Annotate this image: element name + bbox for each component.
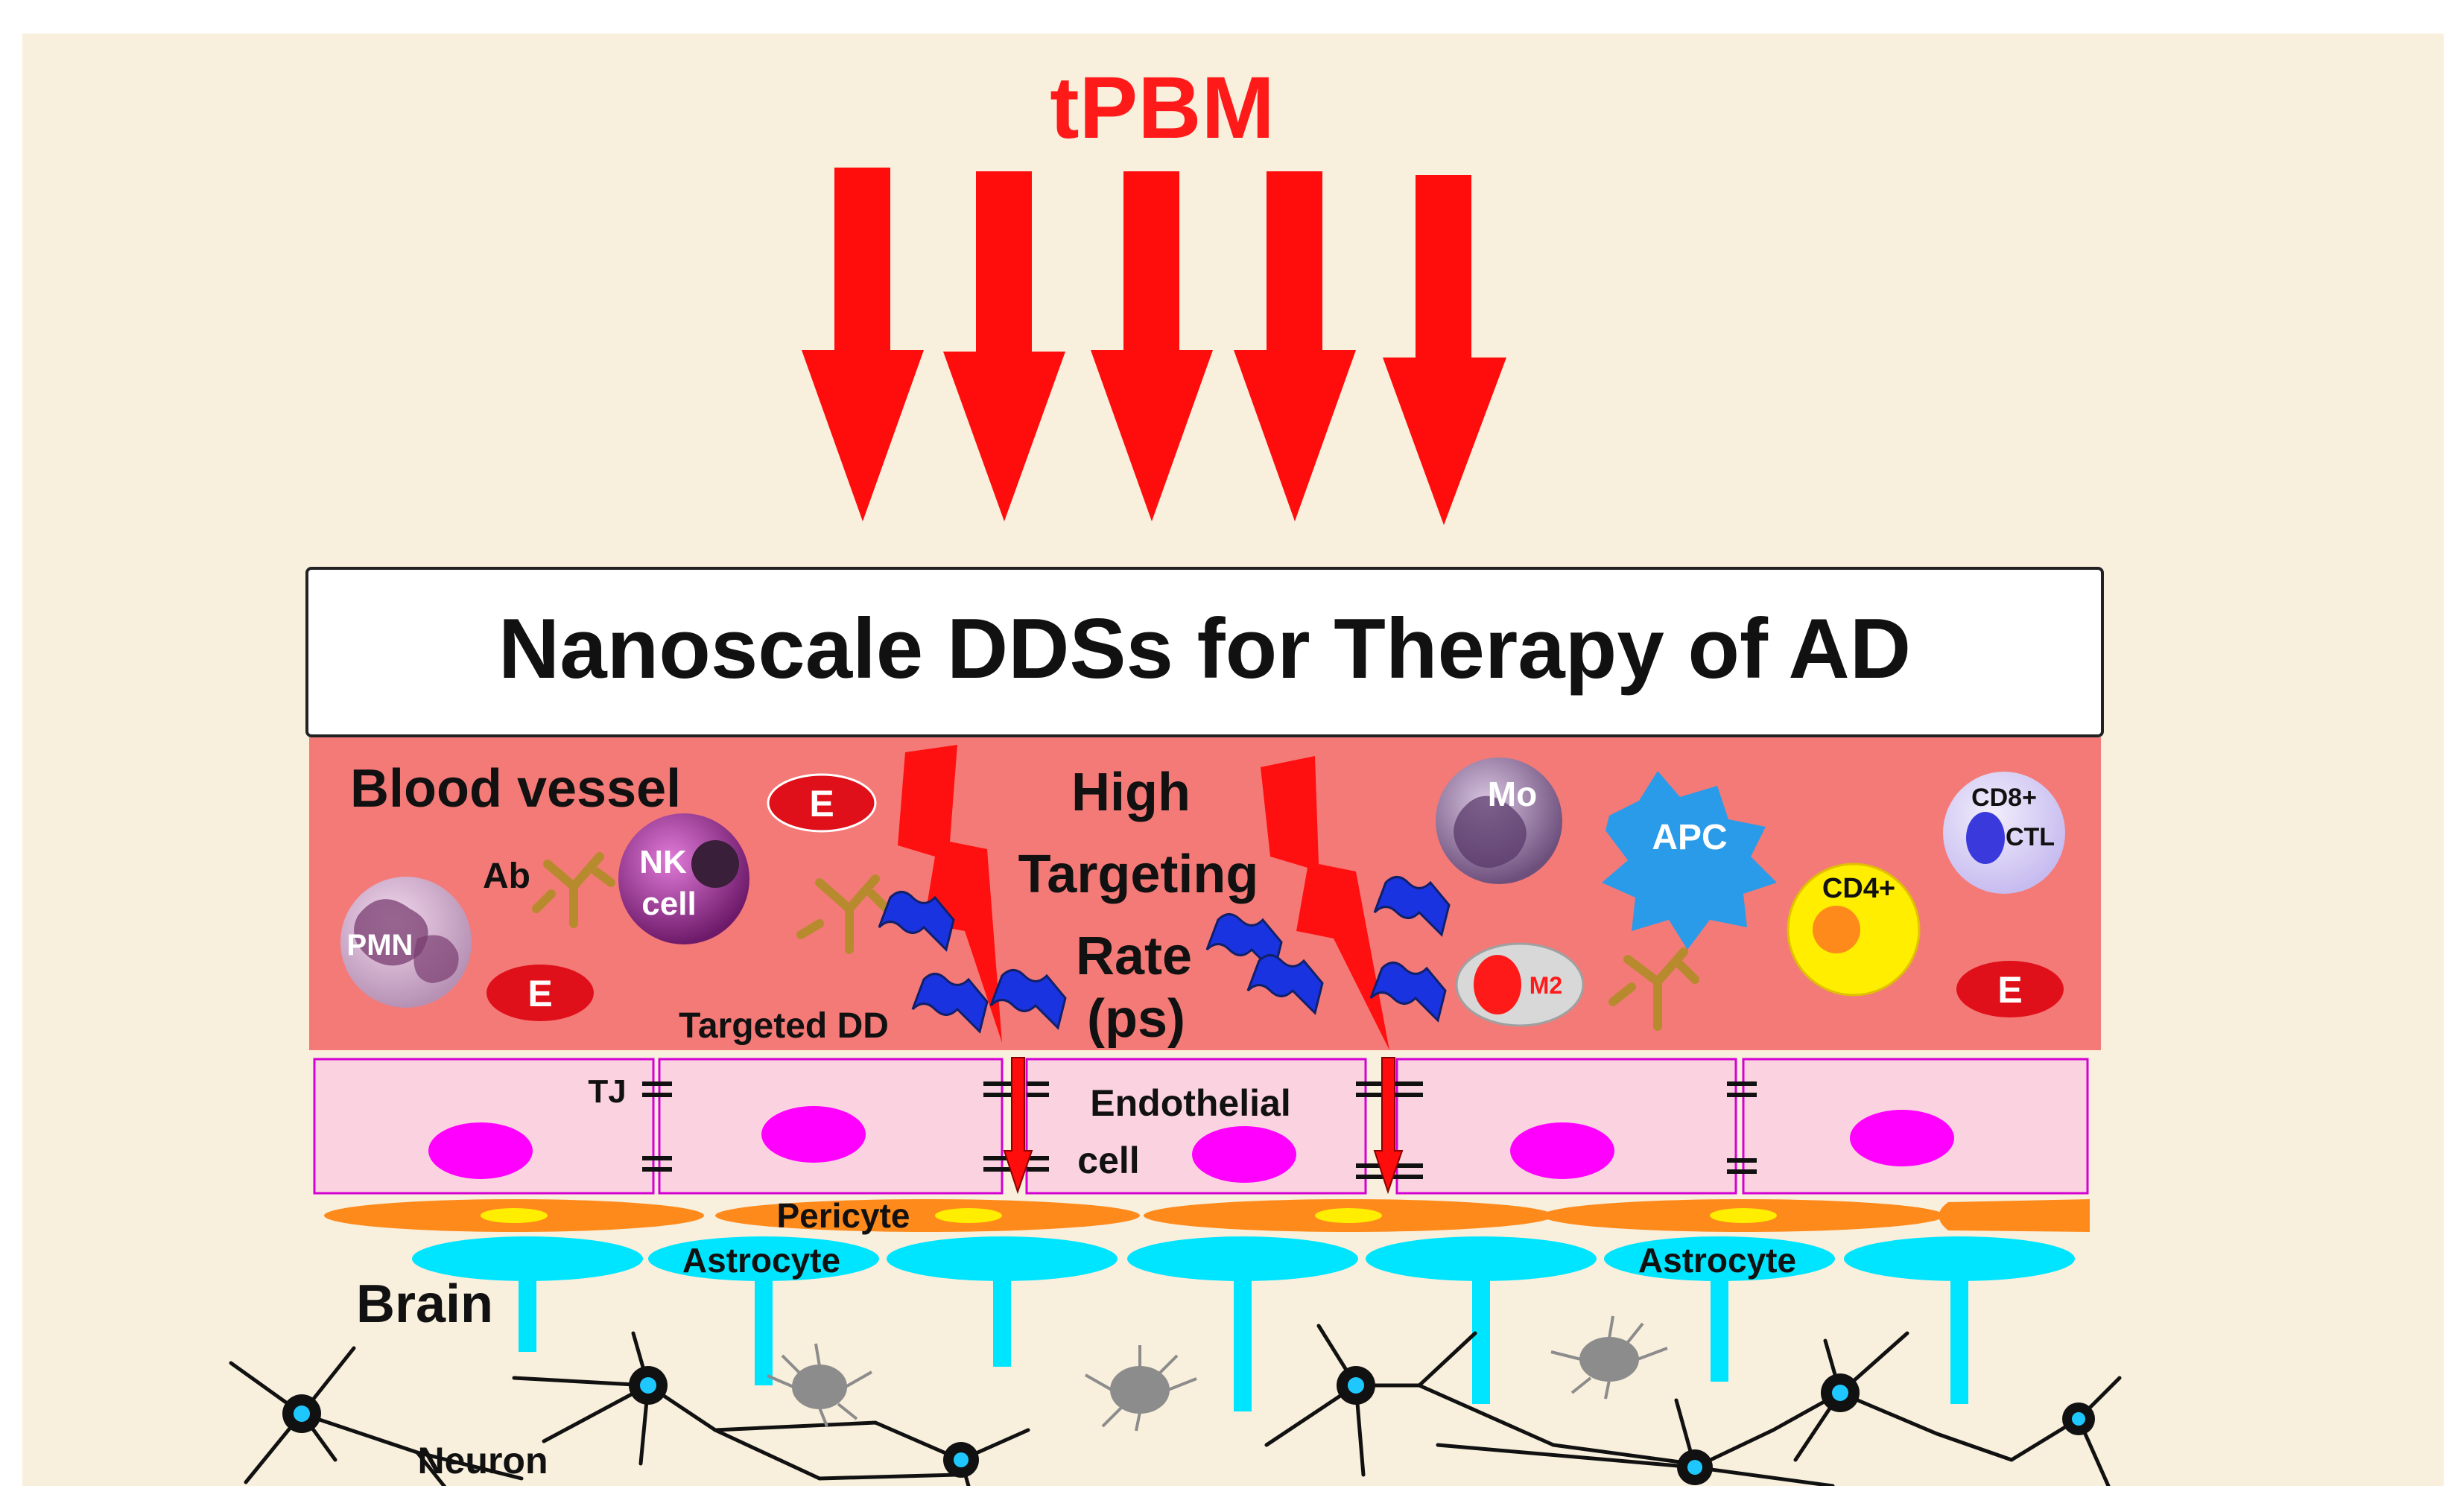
apc-label: APC (1652, 818, 1727, 857)
pericyte-layer (324, 1199, 2090, 1232)
astrocyte-3 (887, 1236, 1118, 1281)
nucleus-1 (428, 1122, 533, 1179)
endothelial-layer (313, 1058, 2089, 1195)
erythrocyte-label: E (809, 783, 834, 825)
junction-arrows (1003, 1057, 1404, 1195)
antibody-3 (1608, 947, 1699, 1031)
erythrocyte-1: E (767, 773, 877, 833)
light-arrow-3 (1091, 171, 1213, 521)
erythrocyte-3: E (1956, 961, 2064, 1017)
erythrocyte-label: E (527, 973, 552, 1014)
lightning-bolt-left (898, 745, 1002, 1043)
nk-label: NK (639, 844, 687, 880)
cd8-label: CD8+ (1971, 784, 2037, 812)
antibody-2 (796, 874, 891, 954)
light-arrow-4 (1234, 171, 1356, 521)
m2-label: M2 (1530, 972, 1562, 999)
pmn-label: PMN (347, 929, 413, 962)
antibody-1 (532, 852, 615, 928)
light-arrow-2 (943, 171, 1065, 521)
astrocyte-5 (1366, 1236, 1597, 1281)
junction-arrow-right (1373, 1057, 1404, 1195)
brain-label: Brain (356, 1274, 493, 1334)
cd4-cell: CD4+ (1787, 863, 1921, 997)
ps-label: (ps) (1087, 989, 1185, 1049)
ctl-label: CTL (2006, 823, 2055, 851)
mo-cell: Mo (1436, 757, 1562, 884)
light-arrow-1 (802, 168, 924, 521)
cd8-cell: CD8+ CTL (1943, 772, 2065, 894)
lightning-bolt-right (1261, 756, 1389, 1050)
dd-particle-2 (911, 973, 989, 1034)
dd-particle-1 (878, 891, 955, 952)
nk-cell-label: cell (641, 886, 696, 922)
junction-arrow-left (1003, 1057, 1033, 1195)
endothelial-cell-3 (1025, 1058, 1367, 1195)
astrocyte-label-2: Astrocyte (1638, 1241, 1796, 1280)
tpbm-arrows (802, 168, 1506, 525)
nucleus-5 (1850, 1110, 1954, 1166)
neuron-somas (282, 1366, 2095, 1485)
neuron-label: Neuron (418, 1440, 548, 1481)
dd-particle-5 (1246, 954, 1324, 1015)
tight-junctions (642, 1081, 1757, 1179)
targeted-dd-particles (878, 876, 1451, 1034)
astrocyte-2 (648, 1236, 879, 1281)
cd4-label: CD4+ (1822, 873, 1895, 904)
light-arrow-5 (1383, 175, 1506, 525)
bottom-strip (0, 1486, 2463, 1508)
dd-particle-3 (989, 969, 1067, 1030)
nucleus-4 (1510, 1122, 1614, 1179)
pericyte-5 (1939, 1199, 2090, 1232)
astrocyte-4 (1127, 1236, 1358, 1281)
tpbm-label: tPBM (1050, 59, 1275, 157)
title-box (305, 567, 2104, 737)
dd-particle-6 (1373, 876, 1451, 937)
high-label: High (1071, 763, 1191, 822)
pmn-cell: PMN (340, 877, 472, 1008)
astrocyte-1 (412, 1236, 643, 1281)
erythrocyte-label: E (1997, 969, 2022, 1011)
ab-label: Ab (483, 857, 530, 896)
targeted-dd-label: Targeted DD (679, 1006, 889, 1046)
rate-label: Rate (1076, 927, 1192, 986)
mo-label: Mo (1488, 775, 1537, 813)
targeting-label: Targeting (1018, 845, 1259, 904)
endothelial-cell-label: cell (1077, 1140, 1139, 1181)
pericyte-label: Pericyte (776, 1196, 910, 1235)
astrocyte-layer (412, 1236, 2075, 1411)
astrocyte-label-1: Astrocyte (682, 1241, 840, 1280)
blood-vessel-label: Blood vessel (350, 759, 681, 819)
erythrocyte-2: E (486, 965, 594, 1021)
glia-cells (767, 1315, 1668, 1432)
nk-cell: NK cell (618, 813, 749, 944)
endothelial-label: Endothelial (1090, 1082, 1290, 1124)
nucleus-3 (1192, 1126, 1296, 1183)
astrocyte-6 (1604, 1236, 1835, 1281)
astrocyte-7 (1844, 1236, 2075, 1281)
m2-cell: M2 (1455, 942, 1585, 1027)
dd-particle-7 (1369, 962, 1447, 1023)
pericyte-2 (715, 1199, 1140, 1232)
tj-label: TJ (588, 1073, 626, 1110)
nucleus-2 (761, 1106, 866, 1163)
apc-cell: APC (1602, 771, 1777, 950)
title: Nanoscale DDSs for Therapy of AD (498, 602, 1911, 696)
